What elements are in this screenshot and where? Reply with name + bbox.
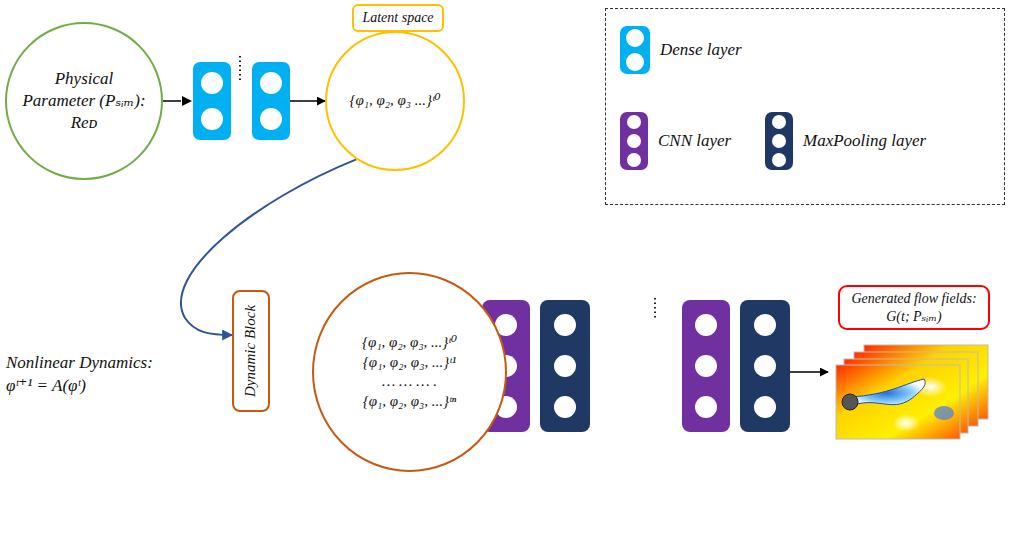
latent-circle: {φ₁, φ₂, φ₃ ...}ᵗ⁰ [325,31,465,171]
swatch-dot [627,115,641,129]
cnn-layers [471,298,790,432]
parameter-circle: Physical Parameter (Pₛᵢₘ): Reᴅ [5,22,163,180]
flow-field-output: Generated flow fields: G(t; Pₛᵢₘ) [828,285,1000,445]
dense-layers [182,56,290,140]
swatch-dot [772,153,786,167]
legend-swatch [620,26,650,74]
swatch-dot [626,53,644,71]
swatch-dot [626,29,644,47]
circle-outline [312,272,507,472]
node-text: … … … . [325,372,495,392]
dynamic-block: Dynamic Block [232,290,270,412]
node-text: Latent space [354,9,442,27]
dynamics-label: Nonlinear Dynamics: φᵗ⁺¹ = A(φᵗ) [6,352,174,398]
legend-text: MaxPooling layer [803,131,926,151]
node-text: {φ₁, φ₂, φ₃, ...}ᵗⁿ [325,392,495,412]
latent-space-tag: Latent space [352,4,444,32]
flow-field-images [834,343,994,443]
legend-text: Dense layer [660,40,742,60]
node-text: Dynamic Block [241,305,261,397]
output-heading: Generated flow fields: G(t; Pₛᵢₘ) [838,285,990,330]
legend-text: CNN layer [658,131,731,151]
node-text: Physical Parameter (Pₛᵢₘ): Reᴅ [18,68,150,134]
legend-swatch [765,112,793,170]
swatch-dot [627,153,641,167]
latent-sequence-circle: {φ₁, φ₂, φ₃, ...}ᵗ⁰{φ₁, φ₂, φ₃, ...}ᵗ¹… … [312,272,507,472]
node-text: {φ₁, φ₂, φ₃, ...}ᵗ¹ [325,353,495,373]
node-text: {φ₁, φ₂, φ₃ ...}ᵗ⁰ [333,91,457,111]
swatch-dot [772,134,786,148]
node-text: {φ₁, φ₂, φ₃, ...}ᵗ⁰ [325,333,495,353]
legend-swatch [620,112,648,170]
legend-box [605,8,1005,205]
swatch-dot [627,134,641,148]
swatch-dot [772,115,786,129]
